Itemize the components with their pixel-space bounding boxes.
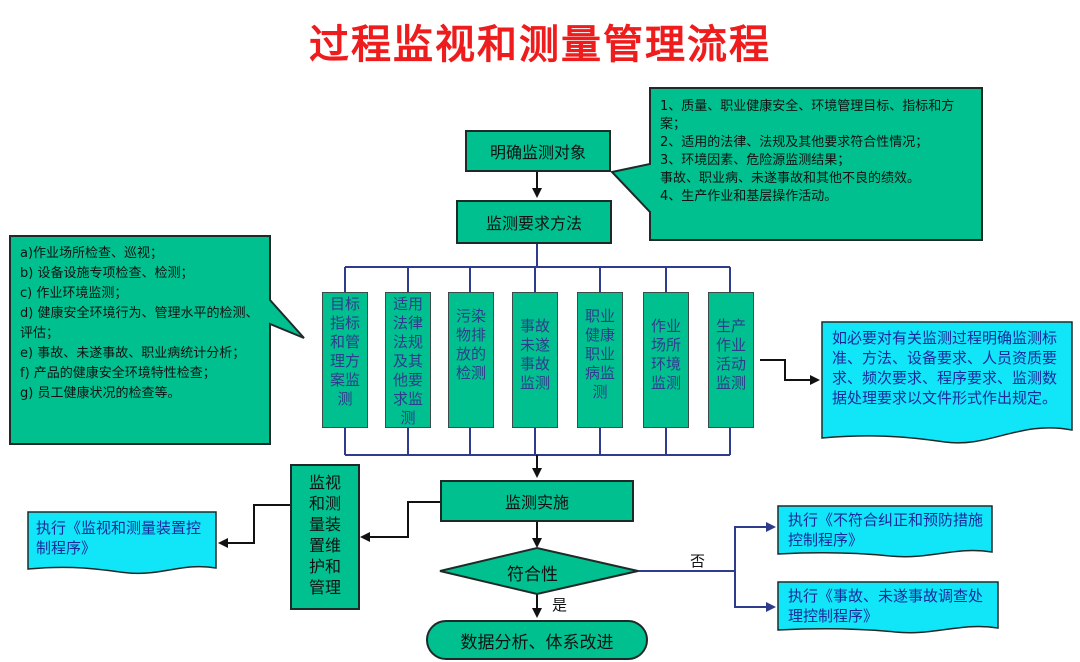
- requirement-note: 如必要对有关监测过程明确监测标准、方法、设备要求、人员资质要求、频次要求、程序要…: [832, 329, 1058, 407]
- methods-note-shape: [9, 235, 305, 445]
- methods-note-line-g: g) 员工健康状况的检查等。: [20, 386, 181, 401]
- monitoring-column-1: 目标指标和管理方案监测: [322, 292, 368, 428]
- monitoring-column-7: 生产作业活动监测: [708, 292, 754, 428]
- accident-procedure: 执行《事故、未遂事故调查处理控制程序》: [788, 587, 984, 625]
- identify-objects-node: 明确监测对象: [465, 130, 611, 172]
- page-title: 过程监视和测量管理流程: [309, 22, 771, 68]
- no-branch-label: 否: [690, 552, 706, 570]
- monitoring-column-2: 适用法律法规及其他要求监测: [385, 292, 431, 428]
- objects-note-shape: [610, 87, 983, 241]
- decision-label: 符合性: [507, 565, 558, 585]
- equipment-procedure: 执行《监视和测量装置控制程序》: [36, 519, 202, 557]
- monitoring-column-3: 污染物排放的检测: [448, 292, 494, 428]
- objects-note-line-5: 4、生产作业和基层操作活动。: [660, 189, 838, 204]
- monitoring-column-4: 事故未遂事故监测: [512, 292, 558, 428]
- methods-note-line-e: e) 事故、未遂事故、职业病统计分析；: [20, 346, 246, 361]
- objects-note-line-1: 1、质量、职业健康安全、环境管理目标、指标和方案；: [660, 99, 955, 132]
- accident-procedure-shape: [777, 581, 999, 634]
- nonconformity-procedure-shape: [777, 505, 993, 558]
- yes-branch-label: 是: [552, 596, 568, 614]
- monitoring-column-5: 职业健康职业病监测: [577, 292, 623, 428]
- monitoring-method-label: 监测要求方法: [485, 214, 582, 233]
- data-analysis-terminal: 数据分析、体系改进: [426, 620, 648, 660]
- methods-note: a)作业场所检查、巡视； b) 设备设施专项检查、检测； c) 作业环境监测； …: [12, 238, 270, 442]
- monitoring-implementation-label: 监测实施: [504, 493, 569, 512]
- methods-note-line-d: d) 健康安全环境行为、管理水平的检测、评估；: [20, 306, 259, 341]
- methods-note-line-a: a)作业场所检查、巡视；: [20, 246, 164, 261]
- equipment-maintenance-node: 监视和测量装置维护和管理: [290, 464, 360, 610]
- equipment-procedure-shape: [27, 511, 217, 575]
- objects-note: 1、质量、职业健康安全、环境管理目标、指标和方案； 2、适用的法律、法规及其他要…: [652, 92, 982, 238]
- objects-note-line-2: 2、适用的法律、法规及其他要求符合性情况；: [660, 135, 929, 150]
- monitoring-method-node: 监测要求方法: [456, 200, 612, 244]
- monitoring-implementation-node: 监测实施: [440, 480, 634, 522]
- decision-diamond-shape: [439, 546, 639, 596]
- identify-objects-label: 明确监测对象: [489, 143, 586, 162]
- methods-note-line-f: f) 产品的健康安全环境特性检查；: [20, 366, 216, 381]
- nonconformity-procedure: 执行《不符合纠正和预防措施控制程序》: [788, 511, 984, 549]
- methods-note-line-b: b) 设备设施专项检查、检测；: [20, 266, 194, 281]
- objects-note-line-4: 事故、职业病、未遂事故和其他不良的绩效。: [660, 171, 921, 186]
- methods-note-line-c: c) 作业环境监测；: [20, 286, 128, 301]
- objects-note-line-3: 3、环境因素、危险源监测结果；: [660, 153, 851, 168]
- requirement-note-shape: [821, 321, 1073, 444]
- monitoring-column-6: 作业场所环境监测: [643, 292, 689, 428]
- data-analysis-label: 数据分析、体系改进: [460, 632, 614, 653]
